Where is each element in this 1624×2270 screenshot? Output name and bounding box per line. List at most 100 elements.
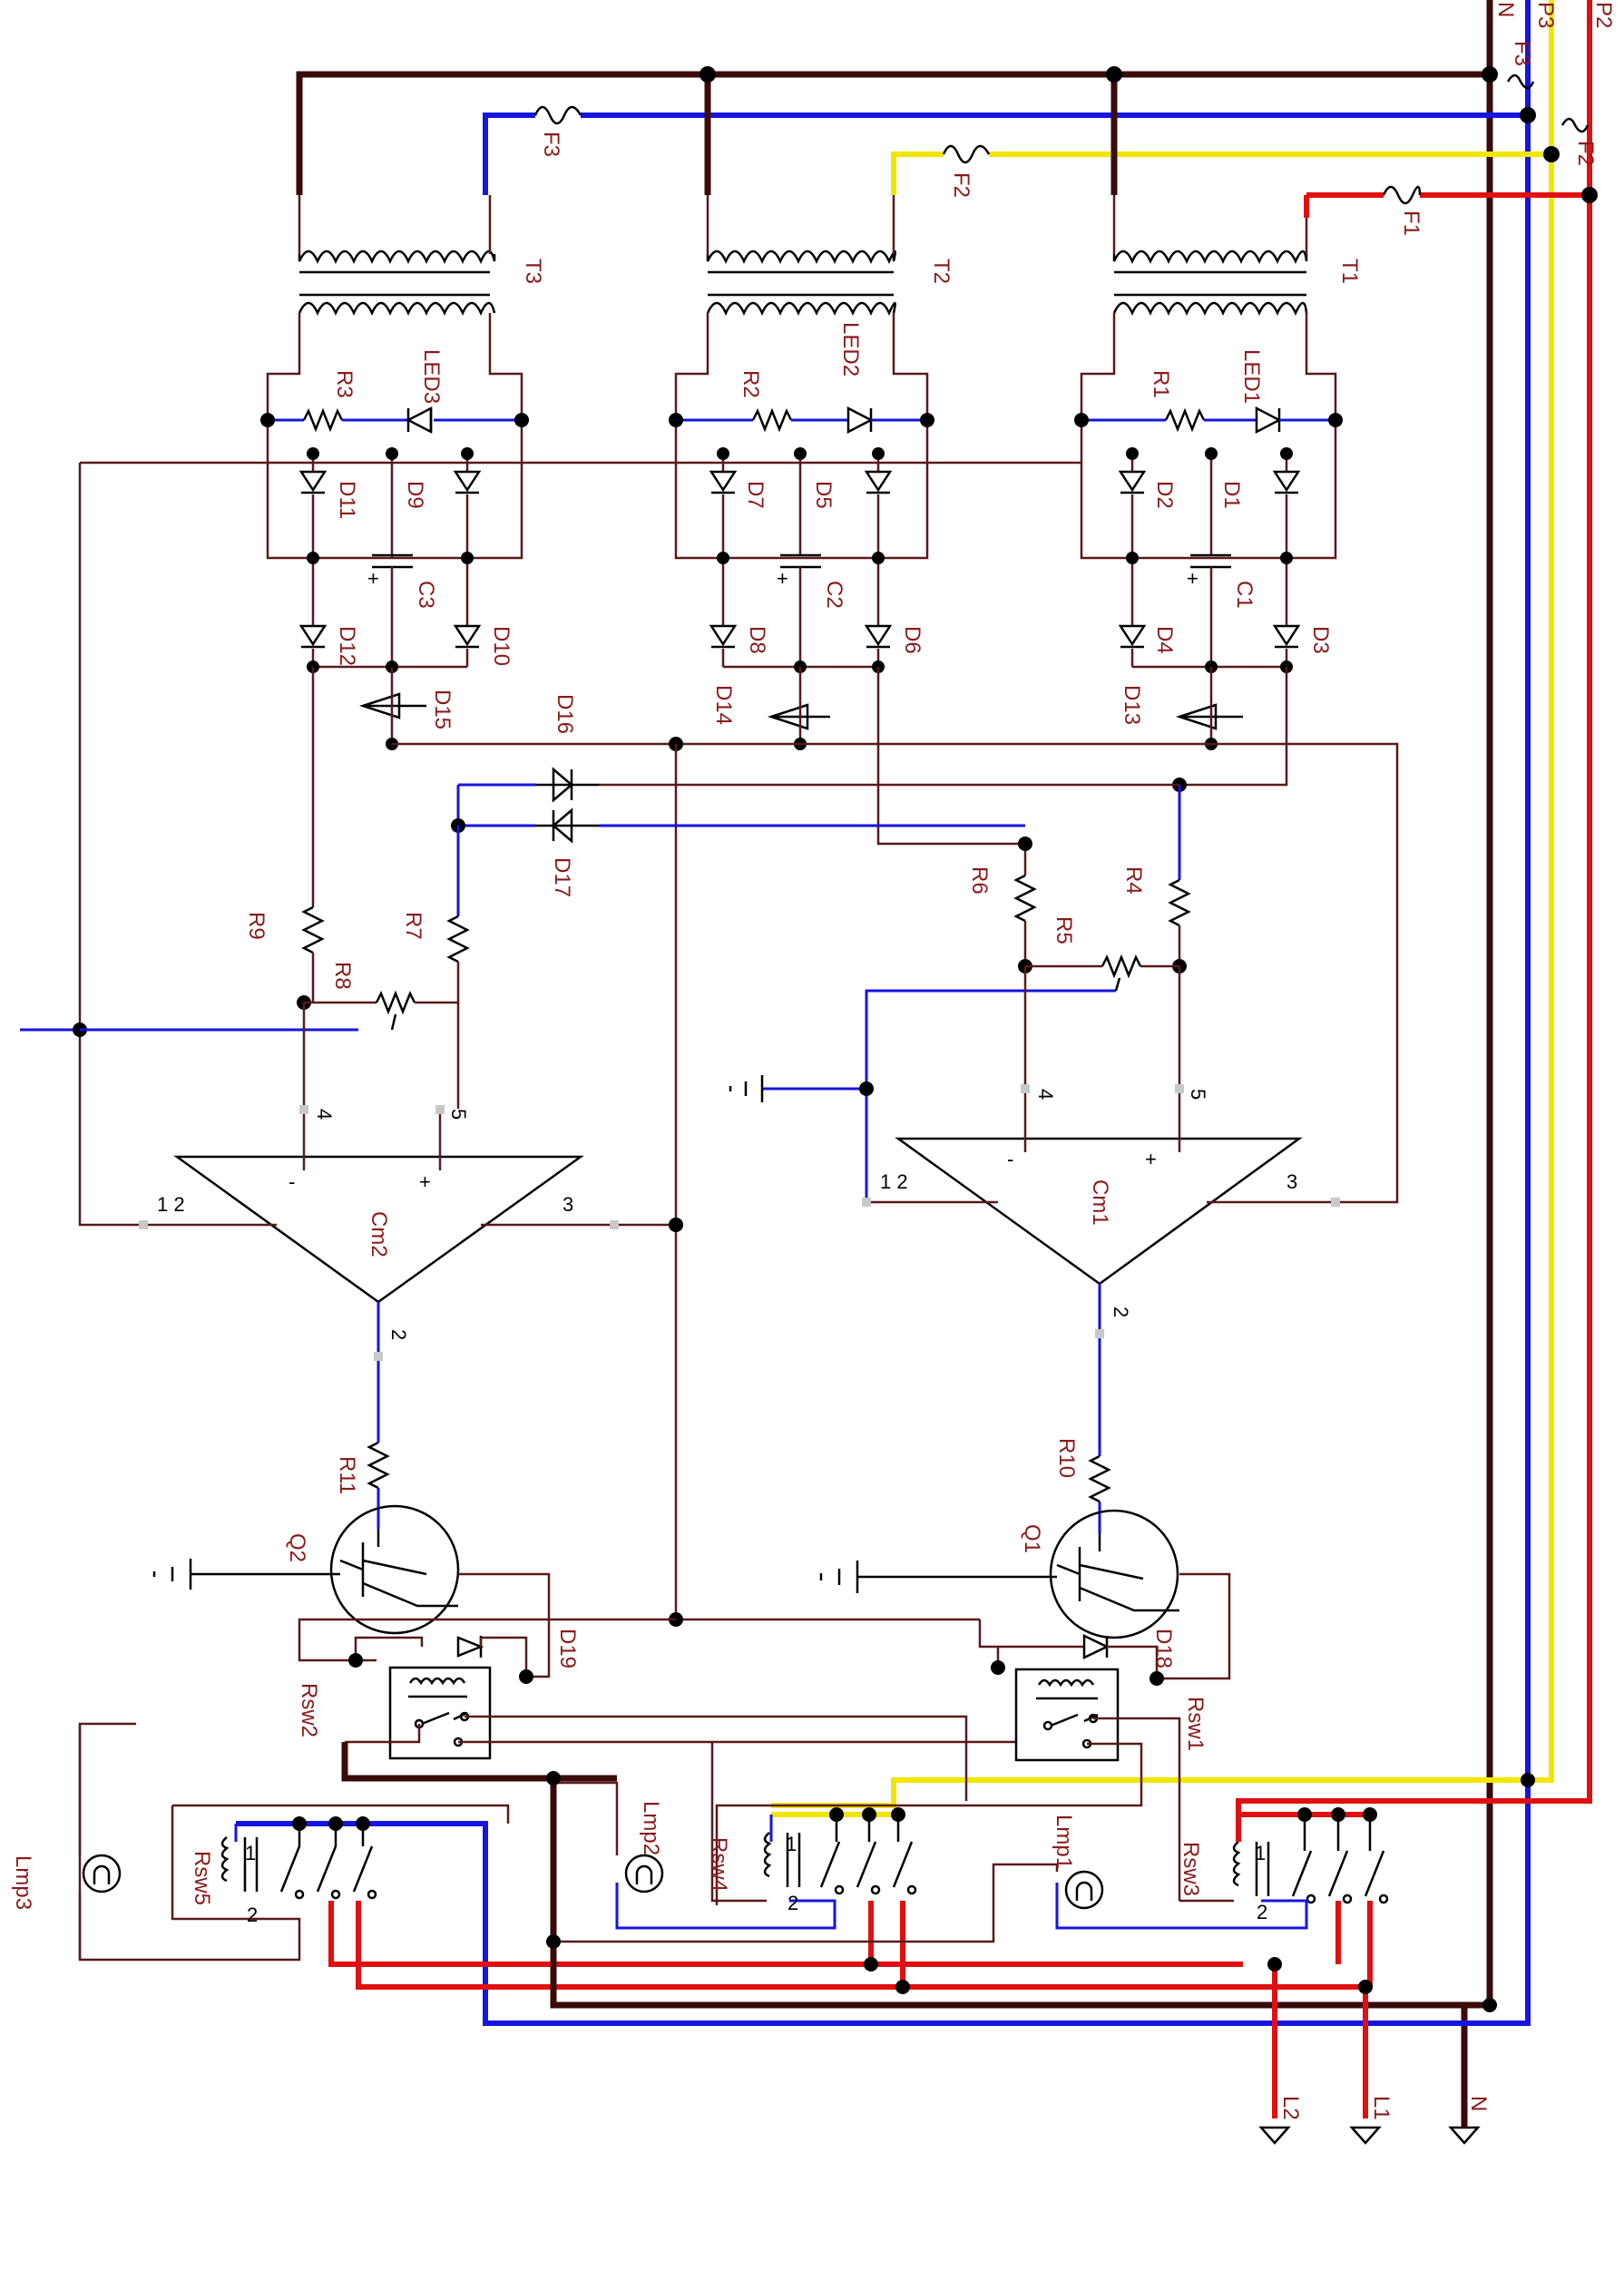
svg-text:D19: D19 bbox=[555, 1629, 580, 1668]
contactor-rsw5: Rsw5 1 2 bbox=[78, 1722, 1365, 1990]
svg-text:T2: T2 bbox=[929, 259, 954, 284]
svg-text:D11: D11 bbox=[335, 481, 359, 519]
svg-text:Rsw3: Rsw3 bbox=[1179, 1842, 1203, 1896]
driver-stage-q1: Q1 R10 bbox=[819, 1438, 1231, 1680]
svg-text:N: N bbox=[1493, 2, 1518, 17]
svg-text:+: + bbox=[367, 567, 379, 590]
transformer-block-t1: T1 R1 LED1 + D2 D1 C1 D4 D3 D13 bbox=[1074, 195, 1362, 750]
svg-text:P2: P2 bbox=[1591, 2, 1616, 28]
svg-text:1: 1 bbox=[786, 1833, 797, 1855]
svg-text:L1: L1 bbox=[1369, 2096, 1394, 2120]
top-right-fuses: F3 F2 N P3 P2 bbox=[1493, 2, 1616, 166]
svg-text:R2: R2 bbox=[739, 370, 763, 398]
svg-text:D2: D2 bbox=[1152, 481, 1177, 509]
svg-text:+: + bbox=[1145, 1148, 1157, 1170]
svg-text:D9: D9 bbox=[403, 481, 427, 509]
svg-text:5: 5 bbox=[1187, 1089, 1209, 1100]
svg-text:D6: D6 bbox=[900, 626, 925, 654]
fuse-f1: F1 bbox=[1382, 185, 1423, 236]
contactor-rsw4: Rsw4 1 2 bbox=[615, 1742, 917, 1994]
lamp-lmp1: Lmp1 bbox=[553, 1815, 1104, 1943]
lamp-lmp3: Lmp3 bbox=[11, 1724, 122, 1960]
svg-text:D4: D4 bbox=[1152, 626, 1177, 654]
mid-bus-lines: D16 D17 bbox=[78, 461, 1399, 1627]
svg-text:R10: R10 bbox=[1054, 1438, 1079, 1478]
svg-text:Rsw2: Rsw2 bbox=[297, 1683, 321, 1737]
svg-text:F3: F3 bbox=[539, 132, 563, 157]
transformer-block-t3: T3 R3 LED3 + D11 D9 C3 D12 D10 D15 bbox=[260, 195, 545, 750]
svg-text:D8: D8 bbox=[745, 626, 769, 654]
contactor-rsw3: Rsw3 1 2 bbox=[1055, 1807, 1389, 1987]
svg-text:+: + bbox=[777, 567, 788, 590]
svg-text:LED1: LED1 bbox=[1239, 349, 1264, 404]
svg-text:F2: F2 bbox=[949, 172, 973, 198]
svg-text:L2: L2 bbox=[1278, 2096, 1303, 2120]
resistor-network-left: R9 R7 R8 bbox=[244, 826, 470, 1109]
svg-text:Cm2: Cm2 bbox=[367, 1211, 391, 1257]
neutral-return bbox=[341, 1742, 1535, 2012]
svg-text:-: - bbox=[1007, 1148, 1013, 1170]
fuse-f2: F2 bbox=[942, 144, 991, 198]
svg-text:R5: R5 bbox=[1052, 916, 1076, 944]
resistor-network-right: R6 R4 R5 bbox=[865, 866, 1191, 1107]
svg-text:C3: C3 bbox=[414, 581, 438, 609]
svg-text:F3: F3 bbox=[1510, 41, 1534, 66]
svg-text:C2: C2 bbox=[822, 581, 846, 609]
comparator-cm2: Cm2 - + 4 5 1 2 3 2 bbox=[139, 1105, 683, 1443]
relay-rsw2: Rsw2 D19 bbox=[297, 1618, 1016, 1801]
left-input-line bbox=[20, 1022, 358, 1037]
svg-text:R4: R4 bbox=[1121, 866, 1146, 895]
svg-text:LED2: LED2 bbox=[838, 322, 863, 377]
svg-text:R3: R3 bbox=[332, 370, 357, 398]
svg-text:D14: D14 bbox=[711, 685, 736, 725]
svg-text:+: + bbox=[1187, 567, 1198, 590]
svg-text:4: 4 bbox=[1034, 1089, 1057, 1100]
svg-text:Rsw4: Rsw4 bbox=[707, 1837, 731, 1892]
fuse-f3: F3 bbox=[533, 105, 582, 157]
svg-text:Rsw1: Rsw1 bbox=[1183, 1697, 1208, 1751]
comparator-cm1: Cm1 - + 4 5 1 2 3 2 bbox=[862, 1084, 1340, 1456]
svg-text:F2: F2 bbox=[1573, 141, 1598, 166]
ground-symbol-cm1 bbox=[729, 1075, 874, 1102]
svg-text:D15: D15 bbox=[430, 690, 455, 729]
svg-text:D3: D3 bbox=[1308, 626, 1333, 654]
svg-text:R11: R11 bbox=[335, 1456, 359, 1494]
svg-text:R1: R1 bbox=[1149, 370, 1173, 398]
svg-text:D16: D16 bbox=[553, 694, 577, 734]
svg-text:4: 4 bbox=[313, 1109, 336, 1120]
svg-text:P3: P3 bbox=[1533, 2, 1558, 28]
svg-text:Lmp2: Lmp2 bbox=[639, 1801, 663, 1855]
svg-text:Cm1: Cm1 bbox=[1088, 1179, 1112, 1226]
svg-text:3: 3 bbox=[563, 1193, 573, 1216]
svg-text:T3: T3 bbox=[521, 259, 545, 284]
svg-text:R9: R9 bbox=[244, 912, 269, 940]
svg-text:1: 1 bbox=[1255, 1842, 1266, 1864]
svg-text:D7: D7 bbox=[743, 481, 768, 509]
svg-text:2: 2 bbox=[247, 1903, 258, 1926]
svg-text:1 2: 1 2 bbox=[157, 1193, 185, 1216]
driver-stage-q2: Q2 R11 bbox=[152, 1441, 551, 1678]
svg-text:-: - bbox=[289, 1170, 295, 1193]
svg-text:Q2: Q2 bbox=[285, 1533, 309, 1562]
svg-text:Lmp3: Lmp3 bbox=[11, 1855, 35, 1910]
svg-text:N: N bbox=[1466, 2096, 1491, 2111]
lamp-lmp2: Lmp2 bbox=[553, 1781, 664, 1893]
output-terminals: L2 L1 N bbox=[1258, 1957, 1491, 2145]
main-power-rails bbox=[236, 0, 1592, 2060]
svg-text:2: 2 bbox=[1257, 1901, 1267, 1923]
svg-text:5: 5 bbox=[447, 1109, 470, 1120]
svg-text:Q1: Q1 bbox=[1020, 1524, 1044, 1553]
svg-text:1 2: 1 2 bbox=[880, 1170, 908, 1193]
relay-rsw1: Rsw1 D18 bbox=[715, 1619, 1208, 1905]
svg-text:F1: F1 bbox=[1399, 210, 1423, 236]
svg-text:C1: C1 bbox=[1232, 581, 1257, 609]
svg-text:Rsw5: Rsw5 bbox=[190, 1851, 214, 1905]
svg-text:D1: D1 bbox=[1219, 481, 1244, 509]
svg-text:D10: D10 bbox=[489, 626, 514, 666]
svg-text:LED3: LED3 bbox=[419, 349, 444, 404]
svg-text:T1: T1 bbox=[1337, 259, 1362, 284]
svg-text:D17: D17 bbox=[550, 857, 574, 897]
svg-text:D18: D18 bbox=[1151, 1629, 1176, 1668]
svg-text:D5: D5 bbox=[811, 481, 836, 509]
